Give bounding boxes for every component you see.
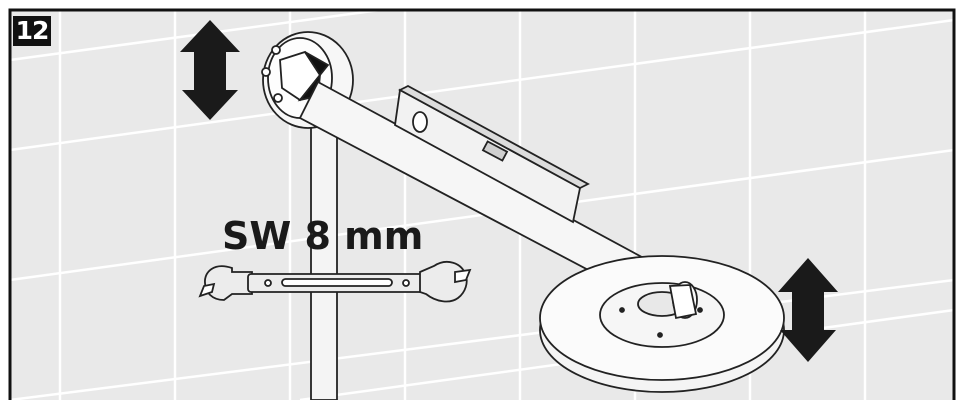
shower-head [539,255,785,393]
height-adjust-arrow-bottom [778,258,838,362]
height-adjust-arrow-top [180,20,240,120]
wrench-size-label: SW 8 mm [222,214,424,258]
spirit-level [394,84,590,224]
step-number-badge: 12 [13,16,51,46]
diagram-frame [8,8,956,400]
shower-riser-pipe [310,109,338,400]
open-end-wrench [198,261,472,303]
